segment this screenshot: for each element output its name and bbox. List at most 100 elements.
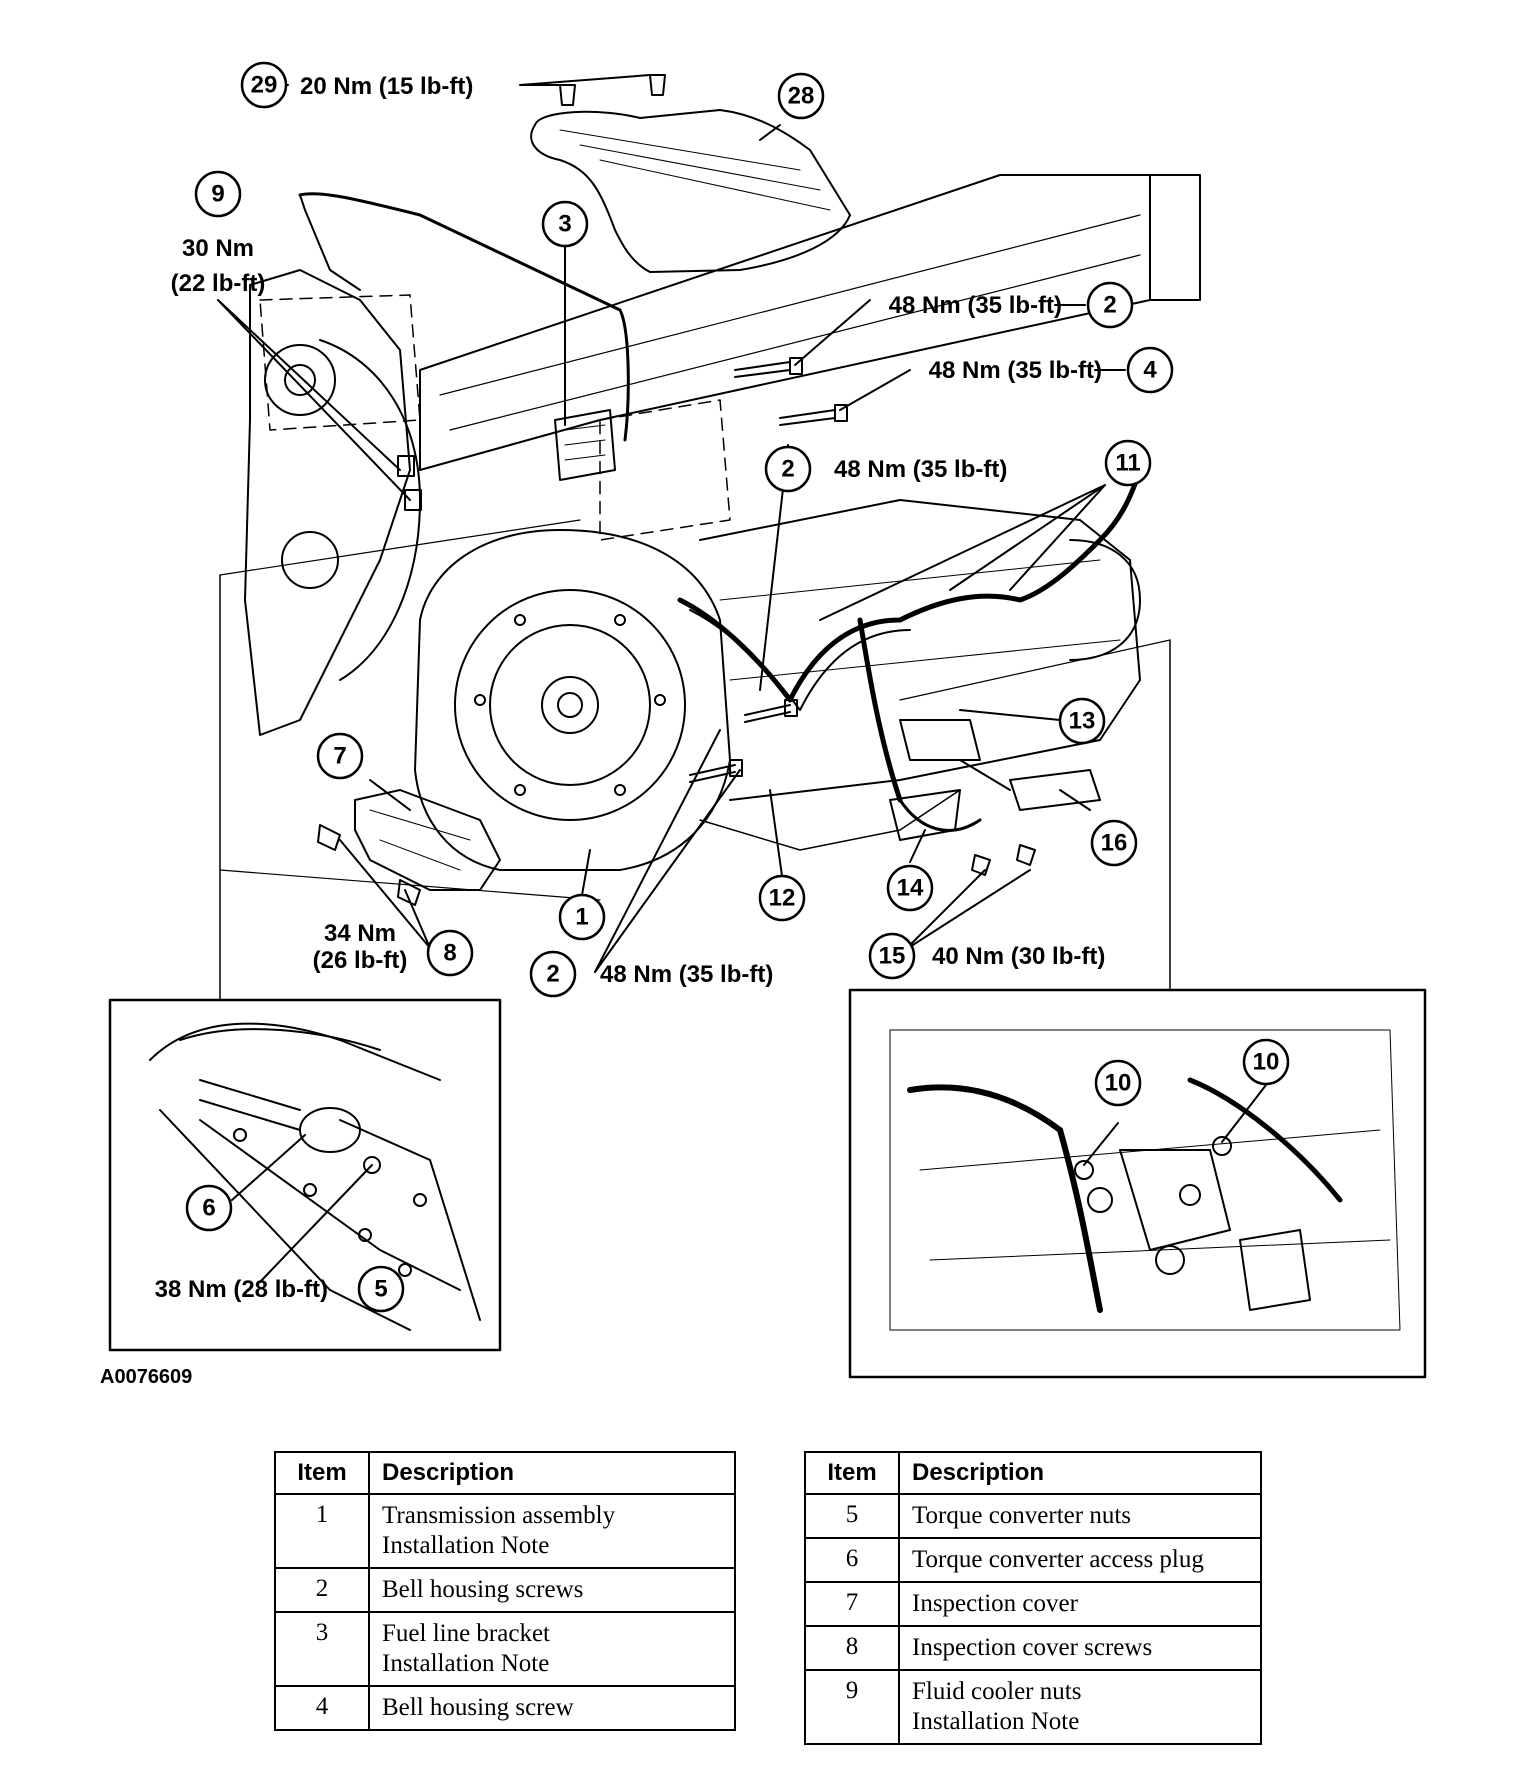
torque-2-top-label: 48 Nm (35 lb-ft) bbox=[889, 292, 1062, 319]
table-row: 7 Inspection cover bbox=[804, 1581, 1262, 1627]
callout-16-circle bbox=[1090, 819, 1138, 867]
table-header-row: Item Description bbox=[274, 1451, 736, 1495]
torque-4-label: 48 Nm (35 lb-ft) bbox=[929, 357, 1102, 384]
callout-10b-num: 10 bbox=[1253, 1049, 1280, 1076]
callout-5-circle bbox=[357, 1265, 405, 1313]
torque-2-bot-label: 48 Nm (35 lb-ft) bbox=[600, 961, 773, 988]
callout-15-num: 15 bbox=[879, 943, 906, 970]
callout-2-top-num: 2 bbox=[1103, 292, 1116, 319]
callout-10a-num: 10 bbox=[1105, 1070, 1132, 1097]
callout-12-num: 12 bbox=[769, 885, 796, 912]
inset-right-frame bbox=[848, 988, 1427, 1379]
callout-13-num: 13 bbox=[1069, 708, 1096, 735]
callout-28-num: 28 bbox=[788, 83, 815, 110]
callout-5-num: 5 bbox=[374, 1276, 387, 1303]
item-cell: 2 bbox=[274, 1567, 370, 1613]
callout-6-circle bbox=[185, 1184, 233, 1232]
callout-14-num: 14 bbox=[897, 875, 924, 902]
callout-11-num: 11 bbox=[1115, 450, 1140, 477]
description-line: Bell housing screws bbox=[382, 1576, 584, 1603]
column-header-description: Description bbox=[898, 1451, 1262, 1495]
inspection-cover-drawing bbox=[354, 789, 501, 891]
callout-29-circle bbox=[240, 61, 288, 109]
item-cell: 1 bbox=[274, 1493, 370, 1569]
callout-2-bot-circle bbox=[529, 950, 577, 998]
description-cell: Inspection cover screws bbox=[898, 1625, 1262, 1671]
transmission-housing-drawing bbox=[414, 529, 731, 871]
description-line: Torque converter nuts bbox=[912, 1502, 1132, 1529]
table-header-row: Item Description bbox=[804, 1451, 1262, 1495]
table-row: 5 Torque converter nuts bbox=[804, 1493, 1262, 1539]
callout-28-circle bbox=[777, 72, 825, 120]
item-cell: 7 bbox=[804, 1581, 900, 1627]
callout-10a-circle bbox=[1094, 1059, 1142, 1107]
heat-shield-drawing bbox=[530, 109, 851, 273]
figure-id: A0076609 bbox=[100, 1366, 193, 1388]
callout-1-num: 1 bbox=[575, 904, 588, 931]
callout-4-circle bbox=[1126, 346, 1174, 394]
fuel-line-bracket-drawing bbox=[554, 409, 616, 481]
callout-14-circle bbox=[886, 864, 934, 912]
callout-1-circle bbox=[558, 893, 606, 941]
callout-7-circle bbox=[316, 732, 364, 780]
column-header-item: Item bbox=[274, 1451, 370, 1495]
access-plug-drawing bbox=[299, 1107, 361, 1153]
torque-8-line2: (26 lb-ft) bbox=[313, 947, 408, 974]
description-line: Torque converter access plug bbox=[912, 1546, 1204, 1573]
legend-table-right: Item Description 5 Torque converter nuts… bbox=[804, 1451, 1262, 1745]
torque-8-line1: 34 Nm bbox=[324, 920, 396, 947]
description-cell: Torque converter access plug bbox=[898, 1537, 1262, 1583]
table-row: 2 Bell housing screws bbox=[274, 1567, 736, 1613]
torque-5-label: 38 Nm (28 lb-ft) bbox=[155, 1276, 328, 1303]
table-row: 4 Bell housing screw bbox=[274, 1685, 736, 1731]
callout-10b-circle bbox=[1242, 1038, 1290, 1086]
callout-2-bot-num: 2 bbox=[546, 961, 559, 988]
column-header-item: Item bbox=[804, 1451, 900, 1495]
item-cell: 8 bbox=[804, 1625, 900, 1671]
description-note: Installation Note bbox=[382, 1650, 550, 1677]
fuel-line-drawing bbox=[298, 192, 630, 442]
description-line: Fuel line bracket bbox=[382, 1620, 550, 1647]
description-note: Installation Note bbox=[382, 1532, 550, 1559]
callout-8-circle bbox=[426, 929, 474, 977]
column-header-description: Description bbox=[368, 1451, 736, 1495]
callout-15-circle bbox=[868, 932, 916, 980]
torque-29-label: 20 Nm (15 lb-ft) bbox=[300, 73, 473, 100]
table-row: 6 Torque converter access plug bbox=[804, 1537, 1262, 1583]
wiring-harness-drawing bbox=[677, 467, 1143, 703]
description-line: Transmission assembly bbox=[382, 1502, 616, 1529]
description-cell: Inspection cover bbox=[898, 1581, 1262, 1627]
item-cell: 5 bbox=[804, 1493, 900, 1539]
callout-9-circle bbox=[194, 170, 242, 218]
item-cell: 9 bbox=[804, 1669, 900, 1745]
description-line: Fluid cooler nuts bbox=[912, 1678, 1082, 1705]
description-cell: Bell housing screws bbox=[368, 1567, 736, 1613]
callout-2-mid-circle bbox=[764, 445, 812, 493]
torque-9-line1: 30 Nm bbox=[182, 235, 254, 262]
callout-4-num: 4 bbox=[1143, 357, 1157, 384]
callout-16-num: 16 bbox=[1101, 830, 1128, 857]
callout-7-num: 7 bbox=[333, 743, 346, 770]
sensor-connector-drawing bbox=[1009, 769, 1101, 811]
callout-8-num: 8 bbox=[443, 940, 456, 967]
description-line: Bell housing screw bbox=[382, 1694, 574, 1721]
exploded-diagram: 29 28 9 3 2 4 2 11 13 7 16 1 12 14 8 15 … bbox=[108, 61, 1427, 1379]
callout-2-mid-num: 2 bbox=[781, 456, 794, 483]
callout-11-circle bbox=[1104, 439, 1152, 487]
connector-nut-a bbox=[1074, 1160, 1094, 1180]
inset-left-frame bbox=[108, 998, 502, 1352]
callout-12-circle bbox=[758, 874, 806, 922]
item-cell: 6 bbox=[804, 1537, 900, 1583]
engine-block-drawing bbox=[244, 269, 411, 736]
callout-6-num: 6 bbox=[202, 1195, 215, 1222]
torque-2-mid-label: 48 Nm (35 lb-ft) bbox=[834, 456, 1007, 483]
connector-nut-b bbox=[1212, 1136, 1232, 1156]
frame-rail-drawing bbox=[419, 174, 1151, 471]
item-cell: 3 bbox=[274, 1611, 370, 1687]
